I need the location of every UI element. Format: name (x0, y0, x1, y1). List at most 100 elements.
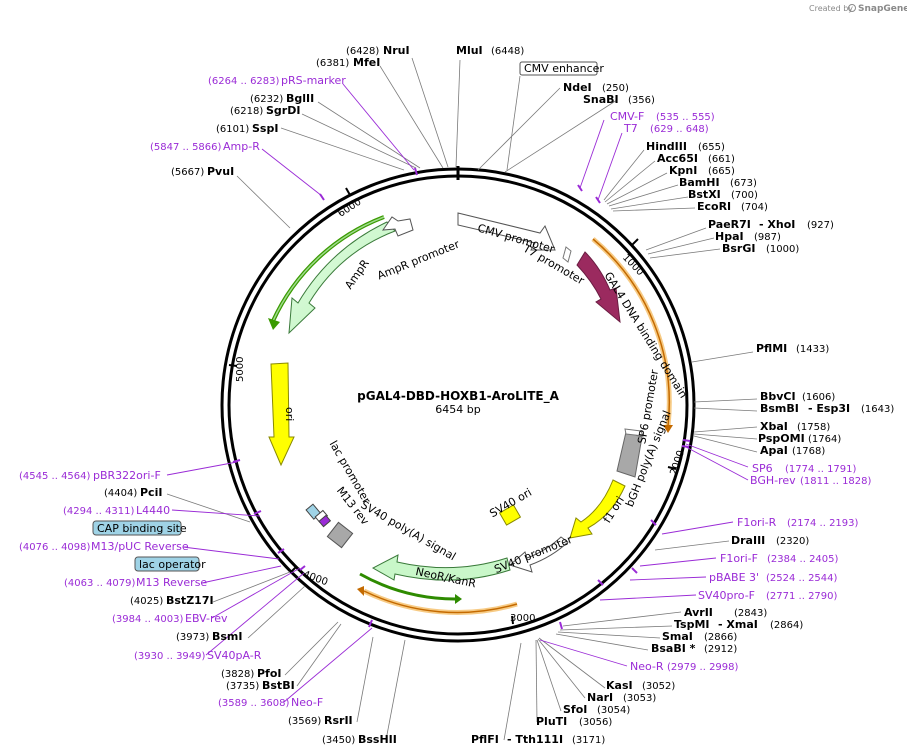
backbone (220, 166, 696, 643)
site-name-label: PaeR7I (708, 218, 751, 231)
site-name-label: HpaI (715, 230, 744, 243)
site-name-label: BstBI (262, 679, 295, 692)
site-pos-label: (1768) (792, 446, 825, 457)
site-name-label: PciI (140, 486, 162, 499)
site-pos-label: (1433) (796, 344, 829, 355)
site-pos-label: (3973) (176, 632, 209, 643)
plasmid-name: pGAL4-DBD-HOXB1-AroLITE_A (357, 389, 559, 404)
site-name-label: Acc65I (657, 152, 698, 165)
site-name-label: DraIII (731, 534, 765, 547)
site-pos-label: (3171) (572, 735, 605, 746)
primer-name-label: pRS-marker (281, 74, 346, 87)
primer-range-label: (1811 .. 1828) (800, 476, 872, 487)
site-name-label: PflFI (471, 733, 499, 746)
site-name-label: PspOMI (758, 432, 805, 445)
primer-name-label: Neo-R (630, 660, 664, 673)
site-pos-label: (2320) (776, 536, 809, 547)
site-name-label: PvuI (207, 165, 234, 178)
site-pos-label: (2864) (770, 620, 803, 631)
primer-range-label: (4545 .. 4564) (19, 471, 91, 482)
site-name-label: SgrDI (266, 104, 300, 117)
site-pos-label: (655) (698, 142, 725, 153)
primer-name-label: T7 (623, 122, 638, 135)
primer-name-label: F1ori-R (737, 516, 777, 529)
site-labels: MluI (6448) (6428) NruI (6381) MfeI (623… (104, 44, 894, 746)
site-pos-label: (2843) (734, 608, 767, 619)
site-pos-label: (250) (602, 83, 629, 94)
primer-name-label: M13 Reverse (136, 576, 207, 589)
site-name-label: SmaI (662, 630, 693, 643)
primer-range-label: (3984 .. 4003) (112, 614, 184, 625)
site-pos-label: (665) (708, 166, 735, 177)
site-name: MluI (456, 44, 483, 57)
site-pos-label: (661) (708, 154, 735, 165)
site-name-label: NruI (383, 44, 410, 57)
site-pos-label: (987) (754, 232, 781, 243)
site-name-label: AvrII (684, 606, 713, 619)
primer-name-label: Amp-R (223, 140, 260, 153)
plasmid-size: 6454 bp (435, 403, 480, 416)
primer-name-label: pBR322ori-F (93, 469, 161, 482)
ori-arrow (268, 362, 295, 467)
site-name-label: SspI (252, 122, 278, 135)
site-name-label: - Esp3I (808, 402, 850, 415)
primer-range-label: (1774 .. 1791) (785, 464, 857, 475)
site-name-label: EcoRI (697, 200, 731, 213)
sp6-promoter-arrow (624, 428, 644, 437)
ampr-label: AmpR (342, 257, 372, 292)
site-name-label: HindIII (646, 140, 687, 153)
site-pos-label: (6232) (250, 94, 283, 105)
sv40-promoter-arrow (508, 536, 569, 573)
primer-range-label: (5847 .. 5866) (150, 142, 222, 153)
snapgene-credit: Created by SnapGene (809, 4, 907, 14)
site-name-label: NdeI (563, 81, 592, 94)
primer-range-label: (2979 .. 2998) (667, 662, 739, 673)
site-pos-label: (2866) (704, 632, 737, 643)
site-pos-label: (3056) (579, 717, 612, 728)
site-pos-label: (3828) (221, 669, 254, 680)
site-pos-label: (2912) (704, 644, 737, 655)
t7-promoter-arrow (562, 246, 572, 263)
site-name-label: BamHI (679, 176, 720, 189)
primer-range-label: (2174 .. 2193) (787, 518, 859, 529)
site-name-label: NarI (587, 691, 613, 704)
created-by-text: Created by (809, 4, 853, 13)
site-pos-label: (6101) (216, 124, 249, 135)
primer-range-label: (4076 .. 4098) (19, 542, 91, 553)
site-pos-label: (4404) (104, 488, 137, 499)
lac-operator-box (134, 556, 200, 572)
primer-name-label: M13/pUC Reverse (91, 540, 189, 553)
site-pos-label: (6428) (346, 46, 379, 57)
brand-text: SnapGene (858, 4, 907, 14)
site-name-label: RsrII (324, 714, 353, 727)
sv40-promoter-label: SV40 promoter (492, 533, 574, 576)
site-pos-label: (704) (741, 202, 768, 213)
primer-range-label: (6264 .. 6283) (208, 76, 280, 87)
site-leader-lines (166, 57, 758, 741)
cmv-enhancer-box (519, 61, 598, 76)
site-name-label: BstXI (688, 188, 721, 201)
tick-label: 5000 (235, 357, 246, 382)
site-pos-label: (700) (731, 190, 758, 201)
site-name-label: BsmI (212, 630, 243, 643)
primer-name-label: SP6 (752, 462, 773, 475)
site-name-label: MfeI (353, 56, 380, 69)
site-pos-label: (3052) (642, 681, 675, 692)
site-name-label: - XhoI (759, 218, 795, 231)
primer-labels: (6264 .. 6283) pRS-marker (5847 .. 5866)… (19, 74, 872, 709)
sv40-ori-box (498, 504, 522, 526)
site-pos-label: (3735) (226, 681, 259, 692)
site-pos-label: (927) (807, 220, 834, 231)
cmv-promoter-arrow (457, 212, 556, 251)
site-pos-label: (3054) (597, 705, 630, 716)
site-pos-label: (5667) (171, 167, 204, 178)
primer-range-label: (2384 .. 2405) (767, 554, 839, 565)
cap-site-label: CAP binding site (97, 522, 187, 535)
primer-ticks (232, 167, 691, 630)
site-pos: (6448) (491, 46, 524, 57)
site-name-label: SfoI (563, 703, 587, 716)
snapgene-logo-icon (848, 4, 856, 12)
site-name-label: TspMI (674, 618, 710, 631)
primer-name-label: SV40pA-R (207, 649, 262, 662)
site-name-label: PluTI (536, 715, 567, 728)
